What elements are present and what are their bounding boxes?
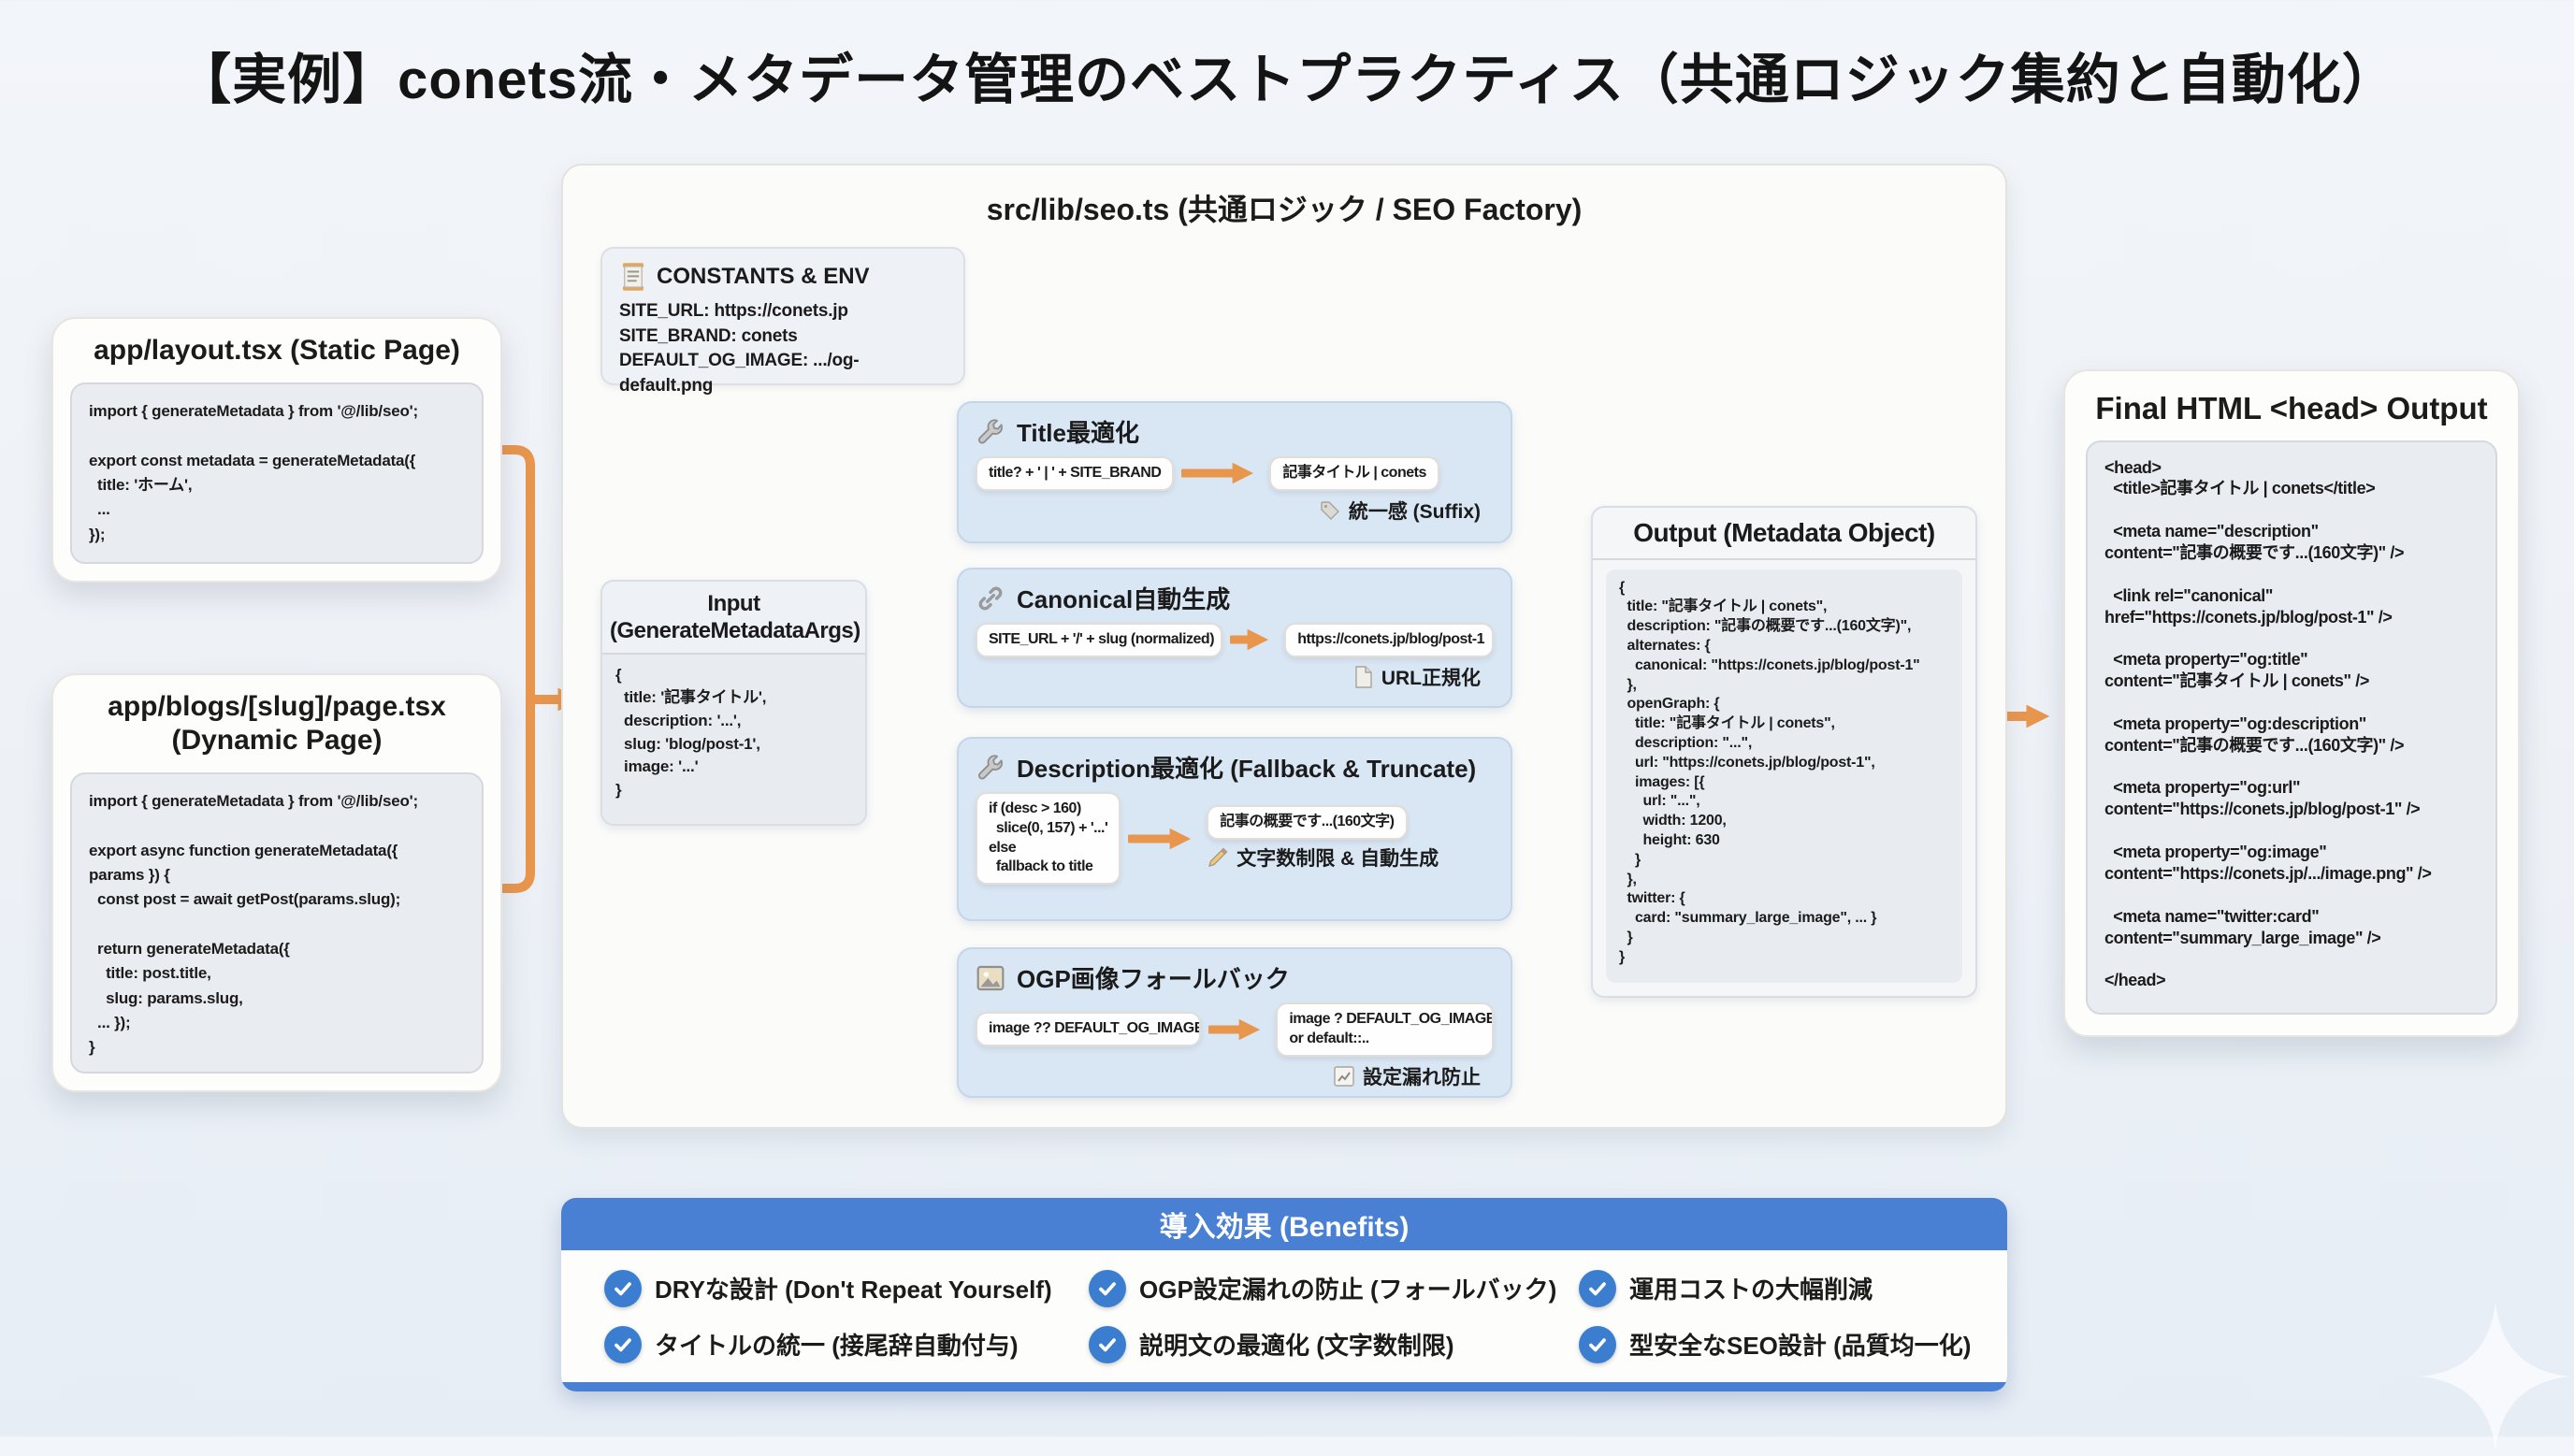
check-icon xyxy=(1579,1325,1616,1363)
arrow-right-icon xyxy=(1128,828,1192,849)
arrow-right-icon xyxy=(1181,463,1254,484)
check-icon xyxy=(604,1269,642,1307)
fn-source-chip: if (desc > 160) slice(0, 157) + '...' el… xyxy=(976,792,1121,886)
check-icon xyxy=(1579,1269,1616,1307)
fn-result-chip: image ? DEFAULT_OG_IMAGE or default::.. xyxy=(1276,1002,1494,1057)
fn-title: Title最適化 xyxy=(1017,419,1139,447)
fn-box-title-optimization: Title最適化 title? + ' | ' + SITE_BRAND 記事タ… xyxy=(957,401,1512,543)
benefit-label: 運用コストの大幅削減 xyxy=(1629,1276,1873,1304)
benefit-item: 説明文の最適化 (文字数制限) xyxy=(1089,1325,1579,1363)
benefit-label: 説明文の最適化 (文字数制限) xyxy=(1139,1332,1454,1360)
fn-title: OGP画像フォールバック xyxy=(1017,965,1290,993)
benefit-item: DRYな設計 (Don't Repeat Yourself) xyxy=(604,1269,1089,1307)
static-page-title: app/layout.tsx (Static Page) xyxy=(94,335,460,366)
check-icon xyxy=(1089,1269,1126,1307)
output-code: { title: "記事タイトル | conets", description:… xyxy=(1606,569,1962,983)
constants-values: SITE_URL: https://conets.jp SITE_BRAND: … xyxy=(619,301,860,396)
fn-note-text: URL正規化 xyxy=(1381,667,1481,689)
benefits-list: DRYな設計 (Don't Repeat Yourself) OGP設定漏れの防… xyxy=(561,1250,2007,1382)
wrench-icon xyxy=(976,753,1005,783)
link-icon xyxy=(976,584,1005,613)
final-head-code: <head> <title>記事タイトル | conets</title> <m… xyxy=(2086,440,2497,1015)
constants-env-box: CONSTANTS & ENV SITE_URL: https://conets… xyxy=(600,247,965,396)
fn-box-description: Description最適化 (Fallback & Truncate) if … xyxy=(957,737,1512,921)
input-box: Input (GenerateMetadataArgs) { title: '記… xyxy=(600,580,867,826)
dynamic-page-code: import { generateMetadata } from '@/lib/… xyxy=(70,772,484,1074)
benefit-item: OGP設定漏れの防止 (フォールバック) xyxy=(1089,1269,1579,1307)
arrow-right-icon xyxy=(1230,629,1269,651)
fn-box-canonical: Canonical自動生成 SITE_URL + '/' + slug (nor… xyxy=(957,568,1512,708)
fn-box-ogp-fallback: OGP画像フォールバック image ?? DEFAULT_OG_IMAGE i… xyxy=(957,947,1512,1098)
static-page-code: import { generateMetadata } from '@/lib/… xyxy=(70,382,484,564)
final-head-panel: Final HTML <head> Output <head> <title>記… xyxy=(2063,369,2520,1037)
benefits-panel: 導入効果 (Benefits) DRYな設計 (Don't Repeat You… xyxy=(561,1198,2007,1391)
pencil-icon xyxy=(1207,846,1229,869)
benefits-title: 導入効果 (Benefits) xyxy=(1159,1212,1410,1243)
output-box: Output (Metadata Object) { title: "記事タイト… xyxy=(1591,506,1977,998)
final-head-title: Final HTML <head> Output xyxy=(2095,391,2488,425)
chart-icon xyxy=(1333,1065,1355,1088)
check-icon xyxy=(604,1325,642,1363)
fn-note-text: 統一感 (Suffix) xyxy=(1348,500,1481,523)
tag-icon xyxy=(1319,499,1341,522)
benefit-label: 型安全なSEO設計 (品質均一化) xyxy=(1629,1332,1972,1360)
check-icon xyxy=(1089,1325,1126,1363)
constants-title: CONSTANTS & ENV xyxy=(657,264,870,289)
benefit-label: DRYな設計 (Don't Repeat Yourself) xyxy=(655,1276,1052,1304)
benefit-label: OGP設定漏れの防止 (フォールバック) xyxy=(1139,1276,1557,1304)
benefit-item: タイトルの統一 (接尾辞自動付与) xyxy=(604,1325,1089,1363)
fn-result-chip: 記事の概要です...(160文字) xyxy=(1207,805,1408,840)
fn-source-chip: SITE_URL + '/' + slug (normalized) xyxy=(976,623,1223,657)
fn-title: Description最適化 (Fallback & Truncate) xyxy=(1017,755,1477,783)
fn-title: Canonical自動生成 xyxy=(1017,585,1231,613)
benefit-item: 運用コストの大幅削減 xyxy=(1579,1269,1988,1307)
fn-result-chip: 記事タイトル | conets xyxy=(1269,456,1439,491)
input-code: { title: '記事タイトル', description: '...', s… xyxy=(602,654,865,824)
output-title: Output (Metadata Object) xyxy=(1593,508,1975,560)
dynamic-page-title: app/blogs/[slug]/page.tsx (Dynamic Page) xyxy=(108,691,446,756)
static-page-panel: app/layout.tsx (Static Page) import { ge… xyxy=(51,317,502,583)
seo-factory-container: src/lib/seo.ts (共通ロジック / SEO Factory) CO… xyxy=(561,164,2007,1129)
fn-note-text: 文字数制限 & 自動生成 xyxy=(1236,847,1439,870)
sparkle-icon xyxy=(2421,1302,2570,1456)
seo-factory-title: src/lib/seo.ts (共通ロジック / SEO Factory) xyxy=(986,193,1583,226)
page-title: 【実例】conets流・メタデータ管理のベストプラクティス（共通ロジック集約と自… xyxy=(177,50,2397,110)
wrench-icon xyxy=(976,417,1005,447)
input-title: Input (GenerateMetadataArgs) xyxy=(602,582,865,655)
fn-source-chip: image ?? DEFAULT_OG_IMAGE xyxy=(976,1012,1202,1047)
fn-source-chip: title? + ' | ' + SITE_BRAND xyxy=(976,456,1175,491)
scroll-icon xyxy=(619,262,647,292)
dynamic-page-panel: app/blogs/[slug]/page.tsx (Dynamic Page)… xyxy=(51,673,502,1092)
page-icon xyxy=(1353,666,1374,688)
image-icon xyxy=(976,963,1005,993)
benefit-item: 型安全なSEO設計 (品質均一化) xyxy=(1579,1325,1988,1363)
benefit-label: タイトルの統一 (接尾辞自動付与) xyxy=(655,1332,1019,1360)
arrow-right-icon xyxy=(1208,1018,1261,1041)
fn-result-chip: https://conets.jp/blog/post-1 xyxy=(1284,623,1494,657)
fn-note-text: 設定漏れ防止 xyxy=(1363,1066,1481,1088)
